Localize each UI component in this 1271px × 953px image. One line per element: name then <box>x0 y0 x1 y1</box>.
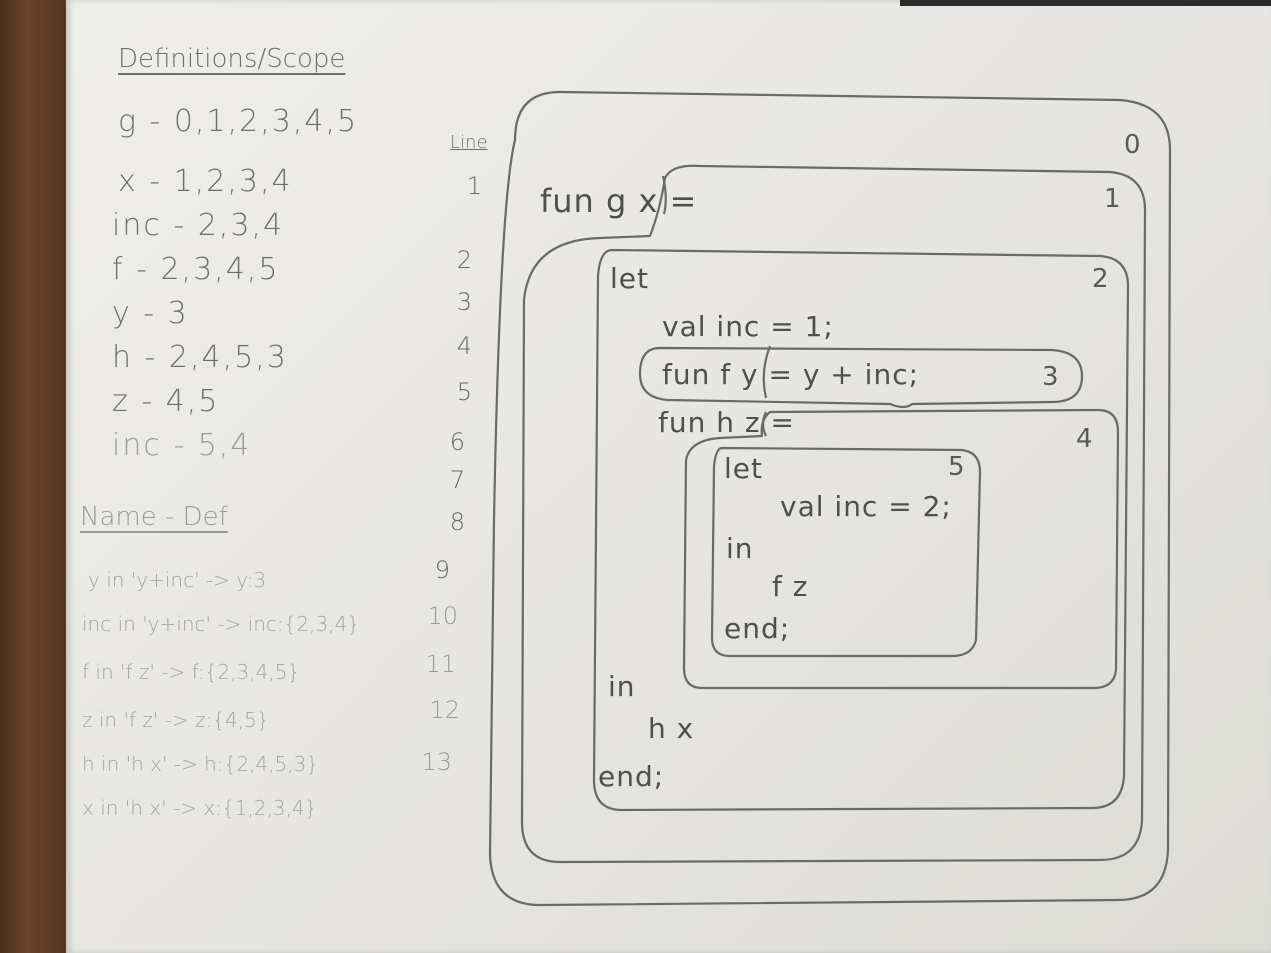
line-number: 9 <box>434 556 450 584</box>
scope-label-5: 5 <box>948 452 965 482</box>
definitions-heading: Definitions/Scope <box>118 44 346 74</box>
paper-top-shadow <box>900 0 1271 6</box>
scope-label-0: 0 <box>1124 130 1141 160</box>
code-fun-f: fun f y = y + inc; <box>662 358 920 391</box>
name-def-row: y in 'y+inc' -> y:3 <box>88 568 267 592</box>
code-fun-g: fun g x = <box>540 182 698 220</box>
name-def-row: f in 'f z' -> f:{2,3,4,5} <box>82 660 301 684</box>
line-number: 3 <box>456 288 472 316</box>
line-number: 1 <box>466 172 482 200</box>
name-def-row: z in 'f z' -> z:{4,5} <box>82 708 270 732</box>
line-number: 4 <box>456 332 472 360</box>
name-def-row: inc in 'y+inc' -> inc:{2,3,4} <box>82 612 360 636</box>
scope-label-2: 2 <box>1092 264 1109 294</box>
definition-row: f - 2,3,4,5 <box>112 252 280 287</box>
definition-row: x - 1,2,3,4 <box>118 164 293 199</box>
scope-label-4: 4 <box>1076 424 1093 454</box>
line-number: 12 <box>429 696 460 724</box>
line-number: 7 <box>449 466 465 494</box>
code-in-inner: in <box>726 532 754 565</box>
definition-row: inc - 5,4 <box>112 428 252 463</box>
name-def-heading: Name - Def <box>80 502 228 532</box>
code-end-outer: end; <box>598 760 665 793</box>
line-number: 10 <box>427 602 458 630</box>
line-number: 11 <box>425 650 456 678</box>
name-def-row: x in 'h x' -> x:{1,2,3,4} <box>82 796 318 820</box>
line-number: 13 <box>421 748 452 776</box>
name-def-row: h in 'h x' -> h:{2,4,5,3} <box>82 752 320 776</box>
line-heading: Line <box>450 132 488 153</box>
definition-row: y - 3 <box>112 296 189 331</box>
definition-row: z - 4,5 <box>112 384 220 419</box>
line-number: 6 <box>449 428 465 456</box>
code-end-inner: end; <box>724 612 791 645</box>
code-let-outer: let <box>610 262 649 295</box>
code-val-inc2: val inc = 2; <box>780 490 952 523</box>
scope-label-1: 1 <box>1104 184 1121 214</box>
code-fun-h: fun h z = <box>658 406 795 439</box>
code-val-inc: val inc = 1; <box>662 310 834 343</box>
scope-label-3: 3 <box>1042 362 1059 392</box>
code-in-outer: in <box>608 670 636 703</box>
definition-row: h - 2,4,5,3 <box>112 340 288 375</box>
desk-surface <box>0 0 66 953</box>
line-number: 2 <box>456 246 472 274</box>
code-let-inner: let <box>724 452 763 485</box>
definition-row: g - 0,1,2,3,4,5 <box>118 104 359 139</box>
code-h-x: h x <box>648 712 695 745</box>
line-number: 8 <box>449 508 465 536</box>
line-number: 5 <box>456 378 472 406</box>
code-f-z: f z <box>772 570 809 603</box>
definition-row: inc - 2,3,4 <box>112 208 285 243</box>
